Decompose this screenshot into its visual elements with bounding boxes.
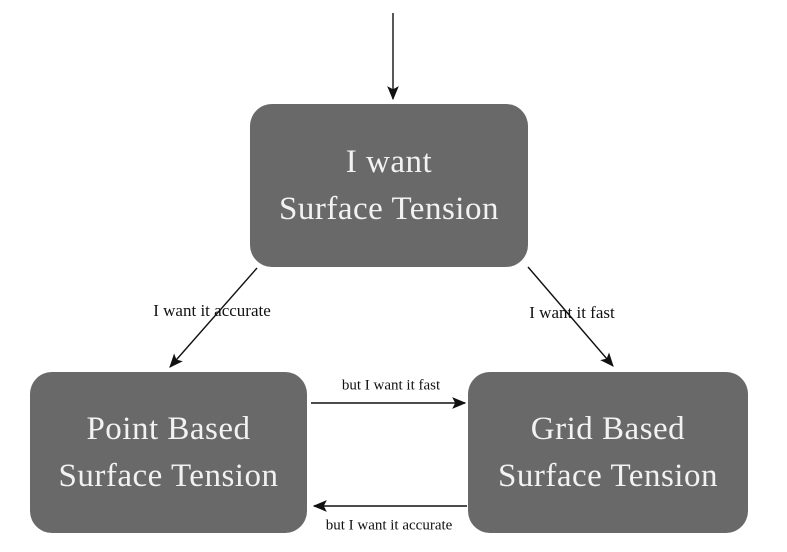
node-text-line: Point Based xyxy=(86,410,251,447)
node-text-line: Grid Based xyxy=(530,410,686,447)
node-grid-based-surface-tension: Grid Based Surface Tension xyxy=(468,372,748,533)
node-text-line: I want xyxy=(345,143,433,180)
node-point-based-surface-tension: Point Based Surface Tension xyxy=(30,372,307,533)
node-text-line: Surface Tension xyxy=(58,457,279,494)
edge-label-but-accurate: but I want it accurate xyxy=(325,517,453,534)
node-text-line: Surface Tension xyxy=(279,190,499,227)
edge-label-but-fast: but I want it fast xyxy=(341,377,441,394)
edge-label-accurate: I want it accurate xyxy=(153,301,271,320)
node-text-line: Surface Tension xyxy=(498,457,718,494)
node-i-want-surface-tension: I want Surface Tension xyxy=(250,104,528,267)
edge-label-fast: I want it fast xyxy=(529,303,615,322)
